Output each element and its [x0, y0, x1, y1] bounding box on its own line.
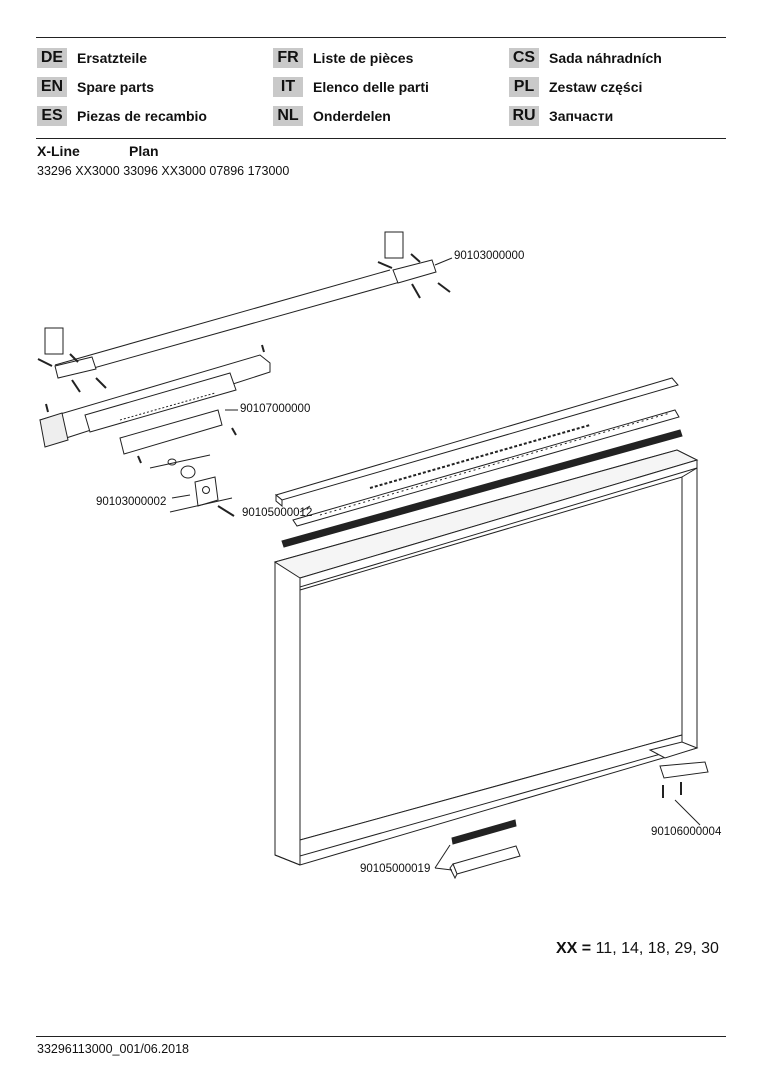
part-number-label: 90103000002 [96, 496, 167, 508]
footer-rule [36, 1036, 726, 1037]
end-cap-part [659, 761, 709, 826]
series-plan: Plan [129, 143, 159, 159]
part-number-label: 90107000000 [240, 403, 311, 415]
part-number-label: 90106000004 [651, 826, 722, 838]
bottom-profile-parts [434, 819, 521, 880]
lang-label: Piezas de recambio [77, 108, 207, 124]
lang-label: Zestaw części [549, 79, 643, 95]
lang-label: Sada náhradních [549, 50, 662, 66]
series-x-line: X-Line [37, 143, 80, 159]
lang-es: ES Piezas de recambio [37, 106, 207, 126]
lang-cs: CS Sada náhradních [509, 48, 662, 68]
lang-en: EN Spare parts [37, 77, 154, 97]
xx-legend: XX = 11, 14, 18, 29, 30 [556, 940, 719, 958]
small-fixing-parts [149, 454, 235, 517]
part-number-label: 90105000012 [242, 507, 313, 519]
top-strip-parts [274, 377, 683, 548]
upper-rail-part [37, 231, 451, 393]
lang-label: Elenco delle parti [313, 79, 429, 95]
lang-nl: NL Onderdelen [273, 106, 391, 126]
lang-de: DE Ersatzteile [37, 48, 147, 68]
lang-code: IT [273, 77, 303, 97]
xx-label: XX = [556, 940, 592, 957]
lang-code: CS [509, 48, 539, 68]
document-number: 33296113000_001/06.2018 [37, 1042, 190, 1056]
lang-code: EN [37, 77, 67, 97]
part-number-label: 90103000000 [454, 250, 525, 262]
xx-values: 11, 14, 18, 29, 30 [595, 940, 719, 957]
lang-code: ES [37, 106, 67, 126]
lang-code: RU [509, 106, 539, 126]
top-rule [36, 37, 726, 38]
lang-fr: FR Liste de pièces [273, 48, 413, 68]
lang-code: DE [37, 48, 67, 68]
mirror-cabinet-frame [273, 449, 699, 866]
light-rail-part [39, 344, 271, 464]
lang-code: FR [273, 48, 303, 68]
header-bottom-rule [36, 138, 726, 139]
lang-pl: PL Zestaw części [509, 77, 642, 97]
lang-label: Liste de pièces [313, 50, 414, 66]
lang-code: PL [509, 77, 539, 97]
lang-label: Onderdelen [313, 108, 391, 124]
part-number-label: 90105000019 [360, 863, 431, 875]
lang-it: IT Elenco delle parti [273, 77, 429, 97]
lang-label: Ersatzteile [77, 50, 148, 66]
leader-lines [171, 257, 453, 513]
article-numbers: 33296 XX3000 33096 XX3000 07896 173000 [37, 164, 290, 178]
lang-label: Запчасти [549, 108, 614, 124]
lang-label: Spare parts [77, 79, 155, 95]
lang-code: NL [273, 106, 303, 126]
lang-ru: RU Запчасти [509, 106, 613, 126]
